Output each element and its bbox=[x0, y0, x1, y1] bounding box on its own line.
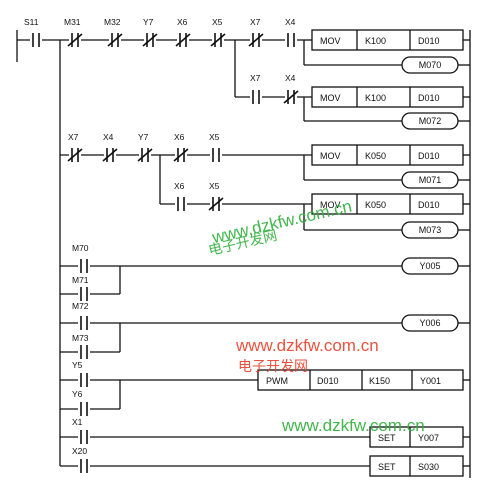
label-x5-c: X5 bbox=[209, 132, 220, 142]
coil-m070 bbox=[401, 56, 459, 74]
instr-1-op: MOV bbox=[320, 36, 341, 46]
contact-x4-b bbox=[283, 90, 299, 104]
coil-y006-label: Y006 bbox=[419, 318, 440, 328]
label-x7-b: X7 bbox=[250, 73, 261, 83]
instr-4-dst: D010 bbox=[418, 200, 440, 210]
set-box-1 bbox=[369, 426, 464, 448]
label-x4-c: X4 bbox=[103, 132, 114, 142]
instr-box-4 bbox=[311, 193, 464, 215]
instr-box-3 bbox=[311, 144, 464, 166]
instr-2-dst: D010 bbox=[418, 93, 440, 103]
watermark-url-2: www.dzkfw.com.cn bbox=[235, 336, 379, 355]
label-x6: X6 bbox=[177, 17, 188, 27]
contact-x6-c bbox=[173, 148, 189, 162]
label-x6-c: X6 bbox=[174, 132, 185, 142]
pwm-width: K150 bbox=[369, 376, 390, 386]
contact-m71 bbox=[78, 287, 90, 301]
contact-x4-c bbox=[102, 148, 118, 162]
contact-x5 bbox=[210, 33, 226, 47]
contact-y5 bbox=[78, 373, 90, 387]
coil-m071-label: M071 bbox=[419, 175, 442, 185]
coil-m070-label: M070 bbox=[419, 60, 442, 70]
instr-4-op: MOV bbox=[320, 200, 341, 210]
instr-box-1 bbox=[311, 29, 464, 51]
label-s11: S11 bbox=[24, 17, 39, 27]
contacts bbox=[30, 33, 299, 473]
contact-s11 bbox=[30, 33, 42, 47]
watermarks: www.dzkfw.com.cn 电子开发网 www.dzkfw.com.cn … bbox=[207, 197, 425, 435]
label-x5: X5 bbox=[212, 17, 223, 27]
label-x7: X7 bbox=[250, 17, 261, 27]
contact-m32 bbox=[107, 33, 123, 47]
coil-m071 bbox=[401, 171, 459, 189]
pwm-src: D010 bbox=[317, 376, 339, 386]
instr-3-dst: D010 bbox=[418, 151, 440, 161]
contact-m70 bbox=[78, 259, 90, 273]
label-m32: M32 bbox=[104, 17, 121, 27]
coil-y005 bbox=[401, 257, 459, 275]
label-m70: M70 bbox=[72, 243, 89, 253]
instr-1-dst: D010 bbox=[418, 36, 440, 46]
instr-3-src: K050 bbox=[365, 151, 386, 161]
label-m73: M73 bbox=[72, 333, 89, 343]
label-x4-b: X4 bbox=[285, 73, 296, 83]
label-m72: M72 bbox=[72, 301, 89, 311]
contact-y7 bbox=[142, 33, 158, 47]
contact-x6-d bbox=[175, 197, 187, 211]
contact-x7-b bbox=[250, 90, 262, 104]
label-x6-d: X6 bbox=[174, 181, 185, 191]
contact-x5-c bbox=[210, 148, 222, 162]
label-x7-c: X7 bbox=[68, 132, 79, 142]
coil-m073 bbox=[401, 221, 459, 239]
coil-y006 bbox=[401, 314, 459, 332]
contact-m73 bbox=[78, 345, 90, 359]
instr-3-op: MOV bbox=[320, 151, 341, 161]
label-y7-c: Y7 bbox=[138, 132, 149, 142]
contact-x20 bbox=[78, 459, 90, 473]
contact-x1 bbox=[78, 430, 90, 444]
coil-m073-label: M073 bbox=[419, 225, 442, 235]
contact-x6 bbox=[175, 33, 191, 47]
contact-x7-c bbox=[67, 148, 83, 162]
watermark-url-3: www.dzkfw.com.cn bbox=[281, 416, 425, 435]
set-box-2 bbox=[369, 455, 464, 477]
coil-y005-label: Y005 bbox=[419, 261, 440, 271]
contact-x5-d bbox=[208, 197, 224, 211]
contact-x7 bbox=[248, 33, 264, 47]
label-x1: X1 bbox=[72, 417, 83, 427]
coil-m072-label: M072 bbox=[419, 116, 442, 126]
label-x4: X4 bbox=[285, 17, 296, 27]
set-1-op: SET bbox=[378, 433, 396, 443]
set-2-dst: S030 bbox=[418, 462, 439, 472]
contact-m31 bbox=[67, 33, 83, 47]
instr-2-op: MOV bbox=[320, 93, 341, 103]
label-x20: X20 bbox=[72, 446, 87, 456]
contact-y7-c bbox=[137, 148, 153, 162]
pwm-op: PWM bbox=[266, 376, 288, 386]
instr-1-src: K100 bbox=[365, 36, 386, 46]
instr-2-src: K100 bbox=[365, 93, 386, 103]
label-m31: M31 bbox=[64, 17, 81, 27]
contact-x4 bbox=[285, 33, 297, 47]
label-y6: Y6 bbox=[72, 389, 83, 399]
watermark-cn-2: 电子开发网 bbox=[238, 359, 308, 375]
pwm-out: Y001 bbox=[420, 376, 441, 386]
contact-y6 bbox=[78, 402, 90, 416]
label-y5: Y5 bbox=[72, 360, 83, 370]
instr-4-src: K050 bbox=[365, 200, 386, 210]
set-1-dst: Y007 bbox=[418, 433, 439, 443]
label-m71: M71 bbox=[72, 275, 89, 285]
label-y7: Y7 bbox=[143, 17, 154, 27]
coil-m072 bbox=[401, 112, 459, 130]
label-x5-d: X5 bbox=[209, 181, 220, 191]
set-2-op: SET bbox=[378, 462, 396, 472]
instr-box-2 bbox=[311, 86, 464, 108]
contact-m72 bbox=[78, 316, 90, 330]
